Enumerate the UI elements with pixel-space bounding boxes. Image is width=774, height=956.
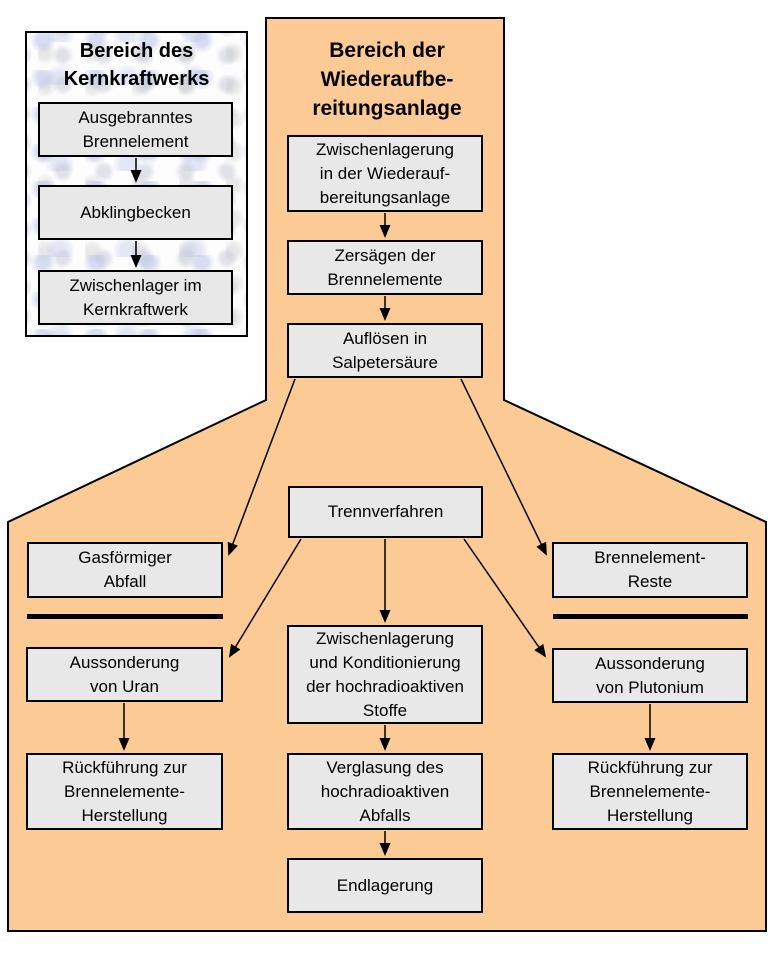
node-hlw-conditioning: Zwischenlagerung und Konditionierung der… bbox=[287, 625, 483, 724]
node-recycling-left: Rückführung zur Brennelemente- Herstellu… bbox=[26, 753, 223, 830]
node-gaseous-waste: Gasförmiger Abfall bbox=[27, 542, 223, 598]
node-interim-storage-plant: Zwischenlager im Kernkraftwerk bbox=[38, 270, 233, 325]
node-final-disposal: Endlagerung bbox=[287, 858, 483, 913]
node-uranium-separation: Aussonderung von Uran bbox=[26, 647, 223, 702]
reprocessing-area-title: Bereich der Wiederaufbe- reitungsanlage bbox=[312, 39, 462, 120]
plant-area-panel: Bereich des Kernkraftwerks Ausgebranntes… bbox=[25, 31, 248, 337]
node-plutonium-separation: Aussonderung von Plutonium bbox=[552, 648, 748, 703]
node-separation: Trennverfahren bbox=[288, 486, 483, 538]
node-interim-storage-reprocessing: Zwischenlagerung in der Wiederauf- berei… bbox=[287, 135, 483, 212]
node-cooling-pond: Abklingbecken bbox=[38, 185, 233, 240]
node-vitrification: Verglasung des hochradioaktiven Abfalls bbox=[287, 753, 483, 830]
node-recycling-right: Rückführung zur Brennelemente- Herstellu… bbox=[552, 753, 748, 830]
plant-area-title: Bereich des Kernkraftwerks bbox=[63, 40, 210, 90]
node-spent-fuel: Ausgebranntes Brennelement bbox=[38, 102, 233, 157]
divider-right bbox=[553, 614, 748, 619]
node-fuel-remnants: Brennelement- Reste bbox=[552, 542, 748, 598]
node-sawing: Zersägen der Brennelemente bbox=[287, 240, 483, 295]
divider-left bbox=[27, 614, 223, 619]
node-dissolving: Auflösen in Salpetersäure bbox=[287, 323, 483, 378]
